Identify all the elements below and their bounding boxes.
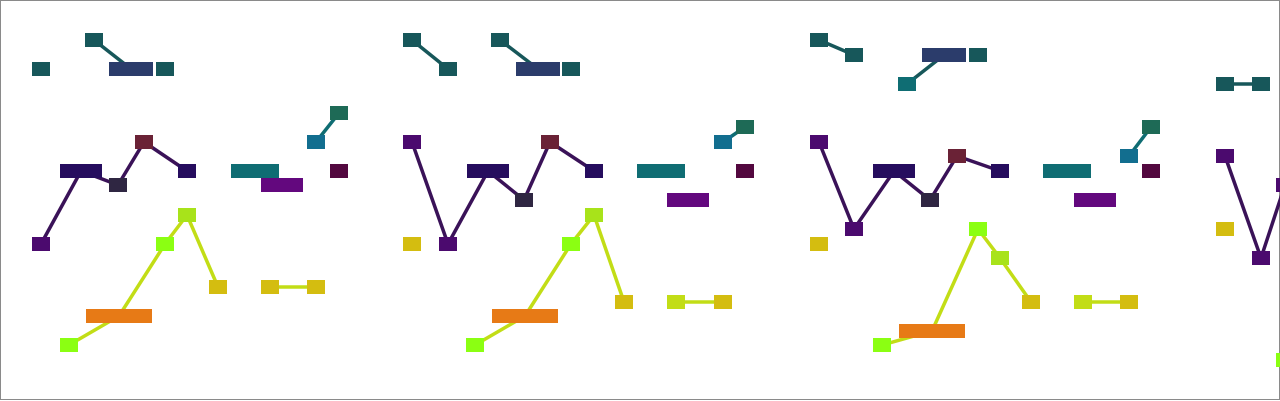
node-c0 xyxy=(403,237,421,251)
node-c3 xyxy=(969,222,987,236)
node-b2 xyxy=(439,237,457,251)
node-a4 xyxy=(516,62,560,76)
node-b10 xyxy=(736,120,754,134)
node-c5 xyxy=(615,295,633,309)
node-b5 xyxy=(948,149,966,163)
node-b8 xyxy=(667,193,709,207)
node-a1 xyxy=(810,33,828,47)
node-c2 xyxy=(492,309,558,323)
node-c0 xyxy=(1216,222,1234,236)
node-c5 xyxy=(1022,295,1040,309)
node-a2 xyxy=(439,62,457,76)
node-a4 xyxy=(156,62,174,76)
node-a3 xyxy=(898,77,916,91)
node-b11 xyxy=(1142,164,1160,178)
node-b1 xyxy=(403,135,421,149)
node-c3 xyxy=(156,237,174,251)
node-b11 xyxy=(736,164,754,178)
node-c5 xyxy=(209,280,227,294)
edge-b2-b3 xyxy=(852,169,896,231)
node-c7 xyxy=(1120,295,1138,309)
node-b7 xyxy=(1043,164,1091,178)
node-b4 xyxy=(515,193,533,207)
node-b9 xyxy=(1120,149,1138,163)
edge-b4-b5 xyxy=(928,154,959,202)
node-b10 xyxy=(330,164,348,178)
node-a1 xyxy=(403,33,421,47)
node-b8 xyxy=(307,135,325,149)
node-b4 xyxy=(921,193,939,207)
node-b1 xyxy=(1216,149,1234,163)
node-c1 xyxy=(466,338,484,352)
node-c3 xyxy=(562,237,580,251)
edge-b2-b3 xyxy=(446,169,490,246)
node-b1 xyxy=(810,135,828,149)
node-a5 xyxy=(562,62,580,76)
panel-2 xyxy=(403,33,754,352)
node-c6 xyxy=(667,295,685,309)
edge-b1-b2 xyxy=(410,140,450,246)
node-b6 xyxy=(231,164,279,178)
node-b6 xyxy=(991,164,1009,178)
node-b2 xyxy=(1252,251,1270,265)
node-c1 xyxy=(873,338,891,352)
node-b9 xyxy=(714,135,732,149)
node-c4 xyxy=(585,208,603,222)
node-c2 xyxy=(86,309,152,323)
edge-b1-b2 xyxy=(817,140,856,231)
node-b3 xyxy=(873,164,915,178)
node-c6 xyxy=(261,280,279,294)
edge-b1-b2 xyxy=(1223,154,1263,260)
node-a2 xyxy=(1252,77,1270,91)
node-c4 xyxy=(178,208,196,222)
node-c6 xyxy=(1074,295,1092,309)
node-b7 xyxy=(637,164,685,178)
node-b5 xyxy=(541,135,559,149)
edge-c4-c5 xyxy=(185,213,220,289)
node-a1 xyxy=(32,62,50,76)
node-b1 xyxy=(32,237,50,251)
edge-c4-c5 xyxy=(998,256,1033,304)
panel-3 xyxy=(810,33,1160,352)
node-a3 xyxy=(491,33,509,47)
node-c1 xyxy=(1276,353,1280,367)
panel-1 xyxy=(32,33,348,352)
node-b9 xyxy=(330,106,348,120)
node-c4 xyxy=(991,251,1009,265)
node-b7 xyxy=(261,178,303,192)
edge-b1-b2 xyxy=(39,169,83,246)
node-a4 xyxy=(922,48,966,62)
node-c7 xyxy=(714,295,732,309)
node-a2 xyxy=(85,33,103,47)
node-b3 xyxy=(109,178,127,192)
node-a2 xyxy=(845,48,863,62)
node-c0 xyxy=(810,237,828,251)
node-c2 xyxy=(899,324,965,338)
node-b10 xyxy=(1142,120,1160,134)
node-b2 xyxy=(60,164,102,178)
node-b6 xyxy=(585,164,603,178)
panel-4 xyxy=(1216,77,1280,367)
edge-c2-c3 xyxy=(930,227,980,333)
node-b2 xyxy=(845,222,863,236)
edge-b3-b4 xyxy=(116,140,146,187)
edge-c2-c3 xyxy=(523,242,573,318)
edge-c2-c3 xyxy=(117,242,167,318)
node-a3 xyxy=(109,62,153,76)
node-b4 xyxy=(135,135,153,149)
node-a1 xyxy=(1216,77,1234,91)
node-b3 xyxy=(1276,178,1280,192)
edge-b2-b3 xyxy=(1259,194,1280,260)
node-b3 xyxy=(467,164,509,178)
node-c1 xyxy=(60,338,78,352)
node-b8 xyxy=(1074,193,1116,207)
node-a5 xyxy=(969,48,987,62)
edge-c4-c5 xyxy=(592,213,626,304)
node-c7 xyxy=(307,280,325,294)
node-b5 xyxy=(178,164,196,178)
edge-b4-b5 xyxy=(522,140,552,202)
